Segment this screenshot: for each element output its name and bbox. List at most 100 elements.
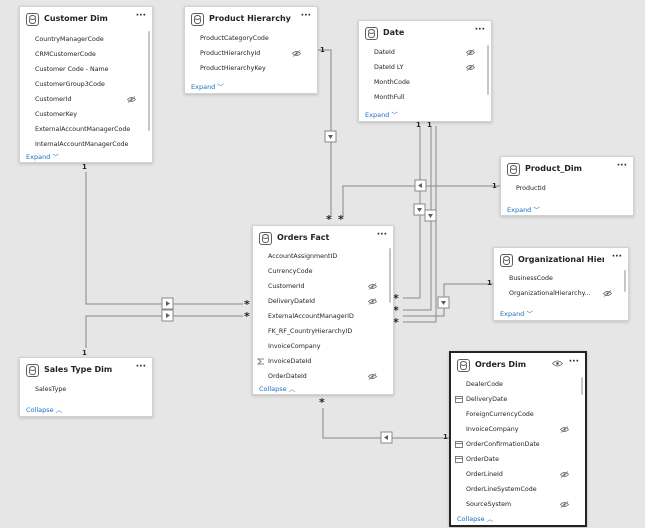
field-row[interactable]: SourceSystem: [451, 497, 585, 512]
expand-link[interactable]: Expand ﹀: [26, 153, 59, 161]
field-row[interactable]: MonthCode: [359, 75, 491, 90]
table-header[interactable]: Date ···: [359, 21, 491, 46]
field-row[interactable]: ForeignCurrencyCode: [451, 407, 585, 422]
table-header[interactable]: Orders Fact ···: [253, 226, 393, 251]
table-header[interactable]: Product_Dim ···: [501, 157, 633, 182]
expand-link[interactable]: Expand ﹀: [500, 310, 533, 318]
field-row[interactable]: OrderDateId: [253, 369, 393, 384]
eye-hidden-icon[interactable]: [368, 283, 377, 290]
eye-hidden-icon[interactable]: [127, 96, 136, 103]
table-header[interactable]: Orders Dim ···: [451, 353, 585, 378]
field-name: OrderDate: [466, 456, 499, 463]
table-header[interactable]: Organizational Hierarch... ···: [494, 248, 628, 273]
eye-hidden-icon[interactable]: [466, 49, 475, 56]
field-row[interactable]: OrderDate: [451, 452, 585, 467]
field-row[interactable]: FK_RF_CountryHierarchyID: [253, 324, 393, 339]
collapse-link[interactable]: Collapse ︿: [26, 406, 63, 414]
field-row[interactable]: ProductHierarchyKey: [185, 61, 317, 76]
field-row[interactable]: OrderLineSystemCode: [451, 482, 585, 497]
field-row[interactable]: AccountAssignmentID: [253, 249, 393, 264]
relationship-line-sales-type: [85, 315, 243, 348]
field-row[interactable]: DeliveryDateId: [253, 294, 393, 309]
expand-link[interactable]: Expand ﹀: [191, 83, 224, 91]
field-row[interactable]: CountryManagerCode: [20, 32, 152, 47]
more-options-icon[interactable]: ···: [376, 230, 387, 240]
field-name: FK_RF_CountryHierarchyID: [268, 328, 353, 335]
field-row[interactable]: MonthFull: [359, 90, 491, 105]
field-row[interactable]: CustomerGroup3Code: [20, 77, 152, 92]
field-row[interactable]: Customer Code - Name: [20, 62, 152, 77]
field-row[interactable]: CustomerId: [253, 279, 393, 294]
field-row[interactable]: InvoiceDateId: [253, 354, 393, 369]
more-options-icon[interactable]: ···: [135, 11, 146, 21]
field-row[interactable]: ProductId: [501, 181, 633, 196]
field-row[interactable]: InternalAccountManagerCode: [20, 137, 152, 152]
more-options-icon[interactable]: ···: [135, 362, 146, 372]
table-header[interactable]: Customer Dim ···: [20, 7, 152, 32]
eye-hidden-icon[interactable]: [292, 50, 301, 57]
field-row[interactable]: OrderLineId: [451, 467, 585, 482]
field-row[interactable]: InvoiceCompany: [253, 339, 393, 354]
collapse-link[interactable]: Collapse ︿: [259, 385, 296, 393]
table-card-organizational-hierarchy[interactable]: Organizational Hierarch... ··· BusinessC…: [493, 247, 629, 321]
table-card-product-hierarchy-dim[interactable]: Product Hierarchy Dim ··· ProductCategor…: [184, 6, 318, 94]
scrollbar[interactable]: [624, 270, 626, 292]
eye-hidden-icon[interactable]: [560, 501, 569, 508]
field-row[interactable]: BusinessCode: [494, 271, 628, 286]
field-name: SourceSystem: [466, 501, 512, 508]
field-row[interactable]: OrderConfirmationDate: [451, 437, 585, 452]
field-row[interactable]: ExternalAccountManagerID: [253, 309, 393, 324]
table-card-sales-type-dim[interactable]: Sales Type Dim ··· SalesType Collapse ︿: [19, 357, 153, 417]
scrollbar[interactable]: [148, 31, 150, 131]
scrollbar[interactable]: [487, 45, 489, 95]
field-row[interactable]: DeliveryDate: [451, 392, 585, 407]
cardinality-many: *: [326, 213, 332, 226]
eye-icon[interactable]: [552, 360, 563, 367]
collapse-link[interactable]: Collapse ︿: [457, 515, 494, 523]
eye-hidden-icon[interactable]: [466, 64, 475, 71]
more-options-icon[interactable]: ···: [300, 11, 311, 21]
scrollbar[interactable]: [389, 248, 391, 303]
field-row[interactable]: ProductCategoryCode: [185, 31, 317, 46]
eye-hidden-icon[interactable]: [603, 290, 612, 297]
cardinality-many: *: [393, 316, 399, 329]
eye-hidden-icon[interactable]: [368, 373, 377, 380]
table-card-product-dim[interactable]: Product_Dim ··· ProductId Expand ﹀: [500, 156, 634, 216]
field-name: BusinessCode: [509, 275, 553, 282]
relationship-line-orders-dim: [322, 408, 449, 439]
table-icon: [26, 13, 39, 26]
eye-hidden-icon[interactable]: [560, 471, 569, 478]
scrollbar[interactable]: [581, 377, 583, 395]
field-row[interactable]: ExternalAccountManagerCode: [20, 122, 152, 137]
chevron-down-icon: ﹀: [391, 111, 398, 119]
cardinality-one: 1: [492, 182, 497, 190]
expand-link[interactable]: Expand ﹀: [365, 111, 398, 119]
table-header[interactable]: Sales Type Dim ···: [20, 358, 152, 383]
field-row[interactable]: InvoiceCompany: [451, 422, 585, 437]
field-row[interactable]: SalesType: [20, 382, 152, 397]
field-row[interactable]: CRMCustomerCode: [20, 47, 152, 62]
table-header[interactable]: Product Hierarchy Dim ···: [185, 7, 317, 32]
field-row[interactable]: CustomerId: [20, 92, 152, 107]
field-name: MonthFull: [374, 94, 405, 101]
eye-hidden-icon[interactable]: [560, 426, 569, 433]
more-options-icon[interactable]: ···: [568, 357, 579, 367]
field-row[interactable]: ProductHierarchyId: [185, 46, 317, 61]
field-row[interactable]: DateId: [359, 45, 491, 60]
field-row[interactable]: DealerCode: [451, 377, 585, 392]
expand-link[interactable]: Expand ﹀: [507, 206, 540, 214]
more-options-icon[interactable]: ···: [474, 25, 485, 35]
field-row[interactable]: DateId LY: [359, 60, 491, 75]
field-row[interactable]: OrganizationalHierarchy...: [494, 286, 628, 301]
chevron-up-icon: ︿: [55, 406, 63, 414]
field-row[interactable]: CustomerKey: [20, 107, 152, 122]
calendar-icon: [455, 441, 463, 448]
more-options-icon[interactable]: ···: [611, 252, 622, 262]
more-options-icon[interactable]: ···: [616, 161, 627, 171]
eye-hidden-icon[interactable]: [368, 298, 377, 305]
field-row[interactable]: CurrencyCode: [253, 264, 393, 279]
